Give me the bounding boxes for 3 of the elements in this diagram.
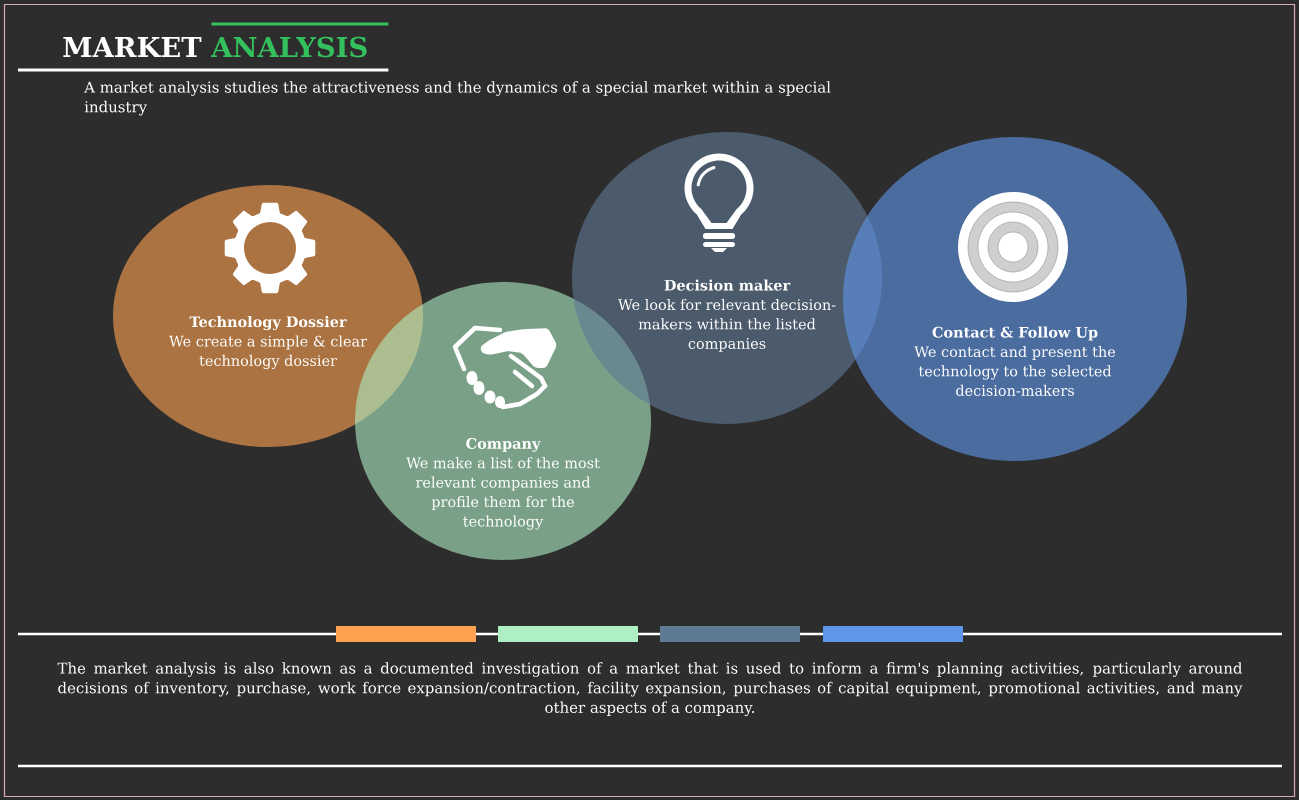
title: MARKET ANALYSIS <box>63 36 367 58</box>
description-text: The market analysis is also known as a documented investigation of a market that is used to inform a firm's planning activities, particularly around decisions of inventory, purchase, work force expansion/contraction, facility expansion, purchases of capital equipment, promotional activities, and many other aspects of a company. <box>57 662 1243 717</box>
subtitle: A market analysis studies the attractiveness and the dynamics of a special market within a special industry <box>84 81 831 116</box>
